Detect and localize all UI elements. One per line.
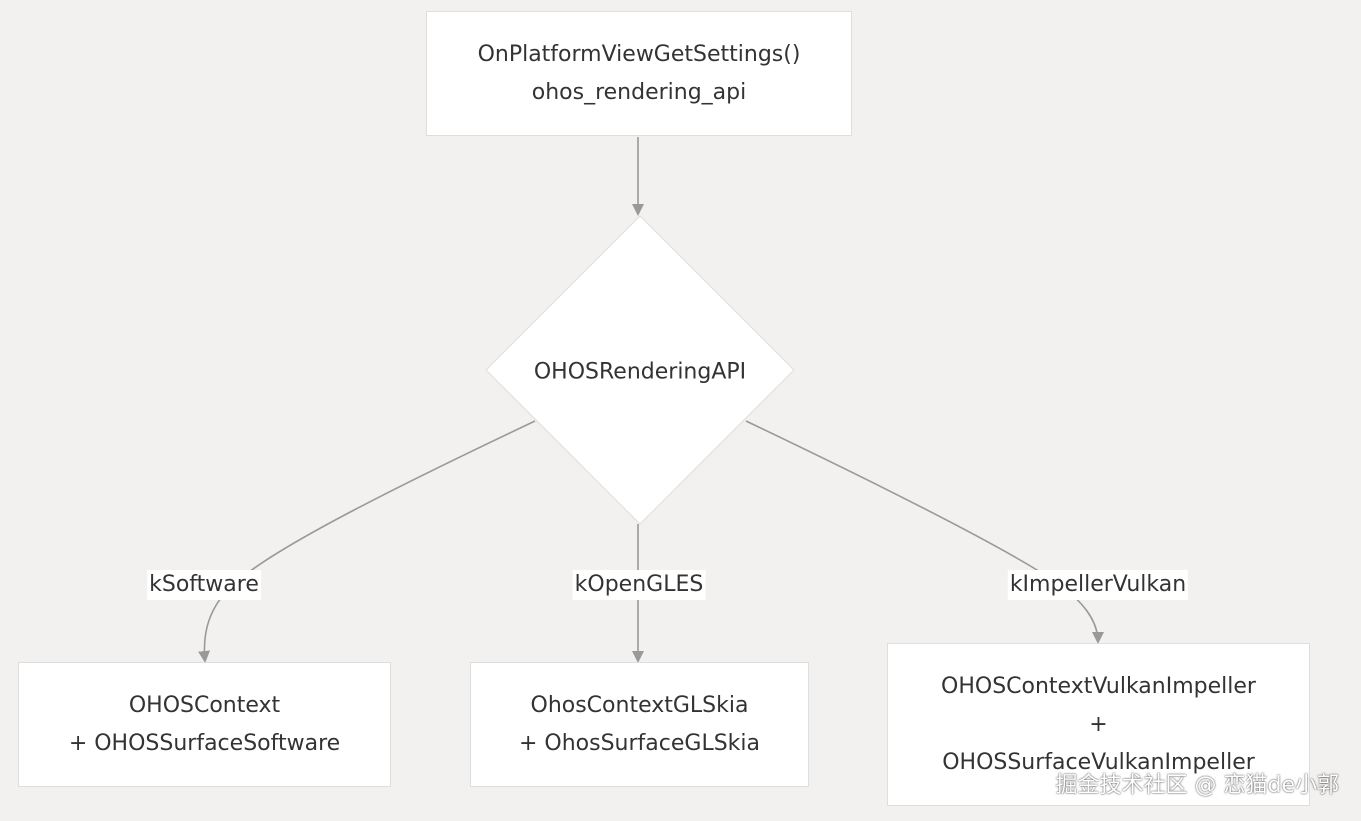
software-node: OHOSContext + OHOSSurfaceSoftware [18,662,391,787]
gles-node: OhosContextGLSkia + OhosSurfaceGLSkia [470,662,809,787]
software-node-line1: OHOSContext [128,692,281,718]
vulkan-node-line2: + [1089,711,1108,737]
start-node: OnPlatformViewGetSettings() ohos_renderi… [426,11,852,136]
edge-label-software: kSoftware [147,570,261,600]
start-node-line1: OnPlatformViewGetSettings() [477,41,801,67]
vulkan-node: OHOSContextVulkanImpeller + OHOSSurfaceV… [887,643,1310,806]
edge-label-gles: kOpenGLES [572,570,706,600]
start-node-line2: ohos_rendering_api [531,79,747,105]
edge-decision-to-software [198,420,536,663]
watermark: 掘金技术社区 @ 恋猫de小郭 [1055,773,1340,798]
gles-node-line2: + OhosSurfaceGLSkia [518,730,761,756]
edge-decision-to-vulkan [745,420,1104,644]
software-node-line2: + OHOSSurfaceSoftware [68,730,341,756]
vulkan-node-line1: OHOSContextVulkanImpeller [941,673,1256,699]
gles-node-line1: OhosContextGLSkia [530,692,749,718]
decision-diamond [485,215,795,525]
vulkan-node-line3: OHOSSurfaceVulkanImpeller [942,749,1255,775]
edge-label-vulkan: kImpellerVulkan [1007,570,1189,600]
decision-label: OHOSRenderingAPI [533,359,747,385]
